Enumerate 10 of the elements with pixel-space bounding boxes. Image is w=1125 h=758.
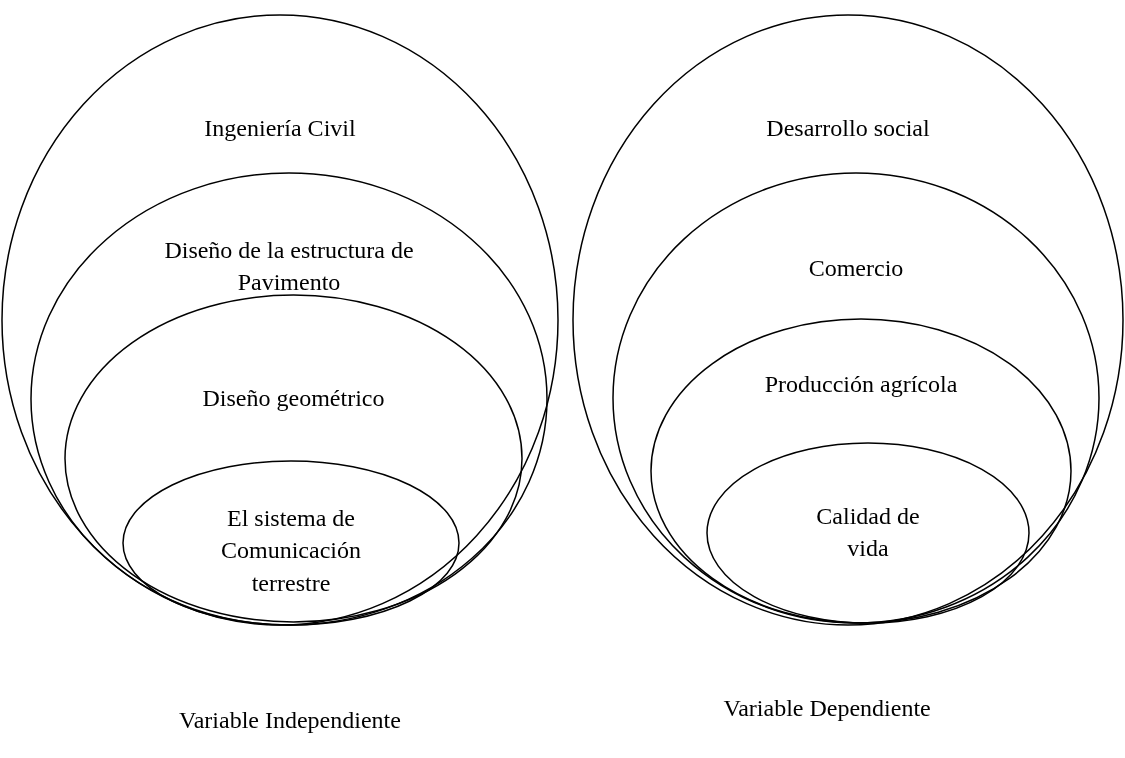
ellipse-label: Diseño geométrico	[201, 384, 386, 413]
ellipse-label: Comercio	[807, 254, 905, 283]
caption-text: Variable Dependiente	[723, 694, 931, 722]
ellipse-label: Diseño de la estructura de Pavimento	[163, 236, 415, 298]
caption-text: Variable Independiente	[179, 706, 401, 734]
ellipse-label: Calidad de vida	[815, 502, 921, 564]
ellipse-label: Ingeniería Civil	[203, 114, 357, 143]
ellipse-label: El sistema de Comunicación terrestre	[220, 504, 362, 598]
ellipse-label: Desarrollo social	[765, 114, 931, 143]
ellipse-label: Producción agrícola	[763, 370, 959, 399]
